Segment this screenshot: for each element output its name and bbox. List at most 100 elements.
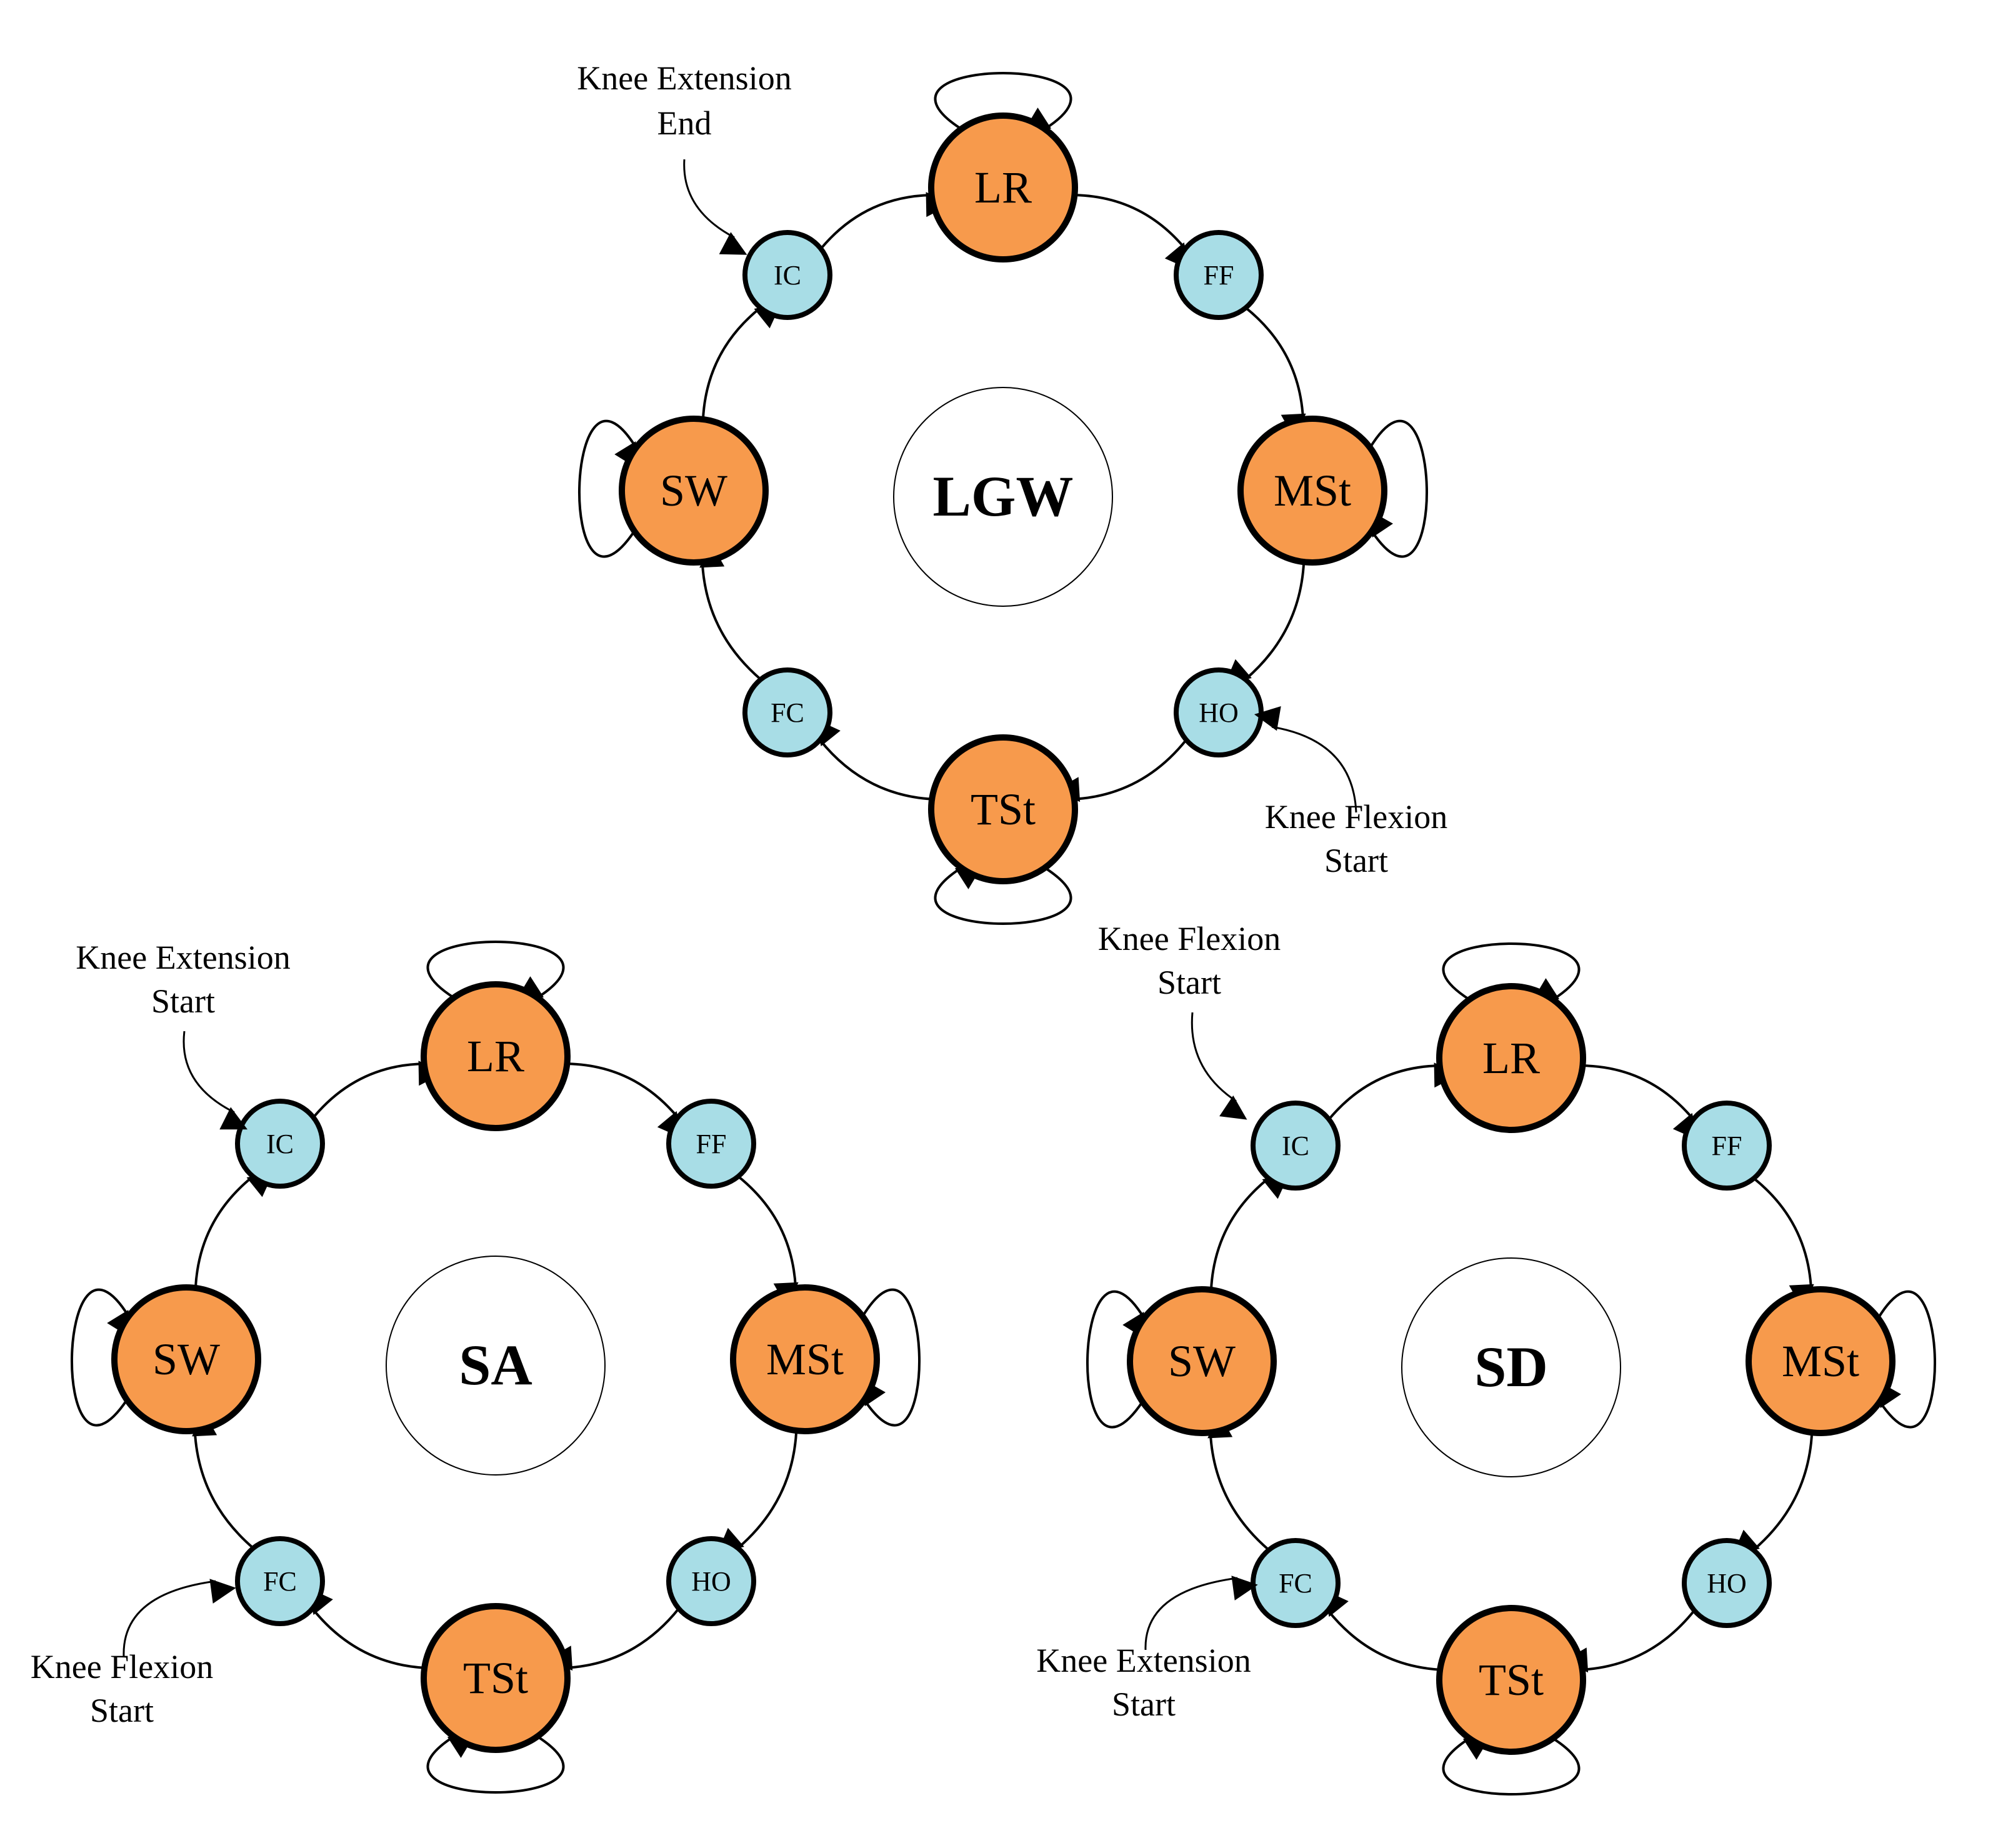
annotation-arrow-fc bbox=[122, 1579, 236, 1657]
event-label-ic: IC bbox=[774, 260, 801, 291]
transition-arrow-lr-to-ff bbox=[1074, 194, 1191, 270]
event-label-ho: HO bbox=[1707, 1568, 1747, 1599]
self-loop-sw bbox=[577, 419, 639, 558]
event-label-ic: IC bbox=[266, 1129, 294, 1159]
phase-node-sw bbox=[619, 416, 769, 566]
mode-circle bbox=[1401, 1257, 1621, 1477]
annotation-text-ic-line-1: Knee Flexion bbox=[1098, 920, 1281, 957]
annotation-text-ho-line-1: Knee Flexion bbox=[1265, 798, 1447, 836]
transition-arrow-tst-to-fc bbox=[307, 1587, 425, 1669]
phase-label-lr: LR bbox=[467, 1031, 524, 1081]
self-loop-mst bbox=[1369, 419, 1429, 558]
phase-node-lr bbox=[928, 112, 1078, 262]
transition-arrow-mst-to-ho bbox=[717, 1431, 798, 1554]
annotation-text-ic-line-1: Knee Extension bbox=[76, 939, 290, 976]
phase-node-sw bbox=[1127, 1286, 1277, 1436]
phase-node-lr bbox=[421, 981, 571, 1131]
phase-label-sw: SW bbox=[152, 1334, 220, 1384]
transition-arrow-ho-to-tst bbox=[1562, 1609, 1696, 1673]
annotation-text-fc-line-1: Knee Extension bbox=[1036, 1642, 1251, 1679]
transition-arrow-ic-to-lr bbox=[1327, 1062, 1459, 1121]
phase-node-tst bbox=[421, 1603, 571, 1753]
phase-node-mst bbox=[1237, 416, 1387, 566]
event-label-fc: FC bbox=[771, 697, 804, 728]
annotation-text-ic-line-1: Knee Extension bbox=[577, 59, 791, 97]
transition-arrow-ff-to-mst bbox=[1245, 306, 1306, 439]
phase-label-mst: MSt bbox=[766, 1334, 844, 1384]
annotation-arrow-ic bbox=[683, 159, 747, 255]
event-node-ic bbox=[1251, 1101, 1341, 1191]
annotation-text-ho-line-2: Start bbox=[1324, 842, 1388, 879]
annotation-arrow-ho bbox=[1254, 706, 1357, 813]
annotation-arrow-ic bbox=[182, 1031, 248, 1130]
event-node-ho bbox=[666, 1536, 756, 1626]
mode-label: SD bbox=[1474, 1335, 1548, 1399]
phase-label-tst: TSt bbox=[971, 784, 1036, 834]
phase-label-mst: MSt bbox=[1274, 466, 1351, 516]
phase-node-sw bbox=[111, 1284, 261, 1434]
transition-arrow-ho-to-tst bbox=[546, 1607, 680, 1671]
mode-label: SA bbox=[459, 1333, 532, 1397]
transition-arrow-fc-to-sw bbox=[192, 1411, 254, 1549]
annotation-arrow-fc bbox=[1144, 1576, 1258, 1651]
transition-arrow-lr-to-ff bbox=[567, 1062, 683, 1139]
self-loop-tst bbox=[1442, 1736, 1581, 1796]
phase-label-tst: TSt bbox=[1479, 1655, 1544, 1705]
self-loop-mst bbox=[1877, 1290, 1937, 1429]
mode-label: LGW bbox=[933, 464, 1074, 528]
mode-circle bbox=[386, 1256, 606, 1476]
annotation-text-ic-line-2: Start bbox=[1157, 964, 1221, 1001]
transition-arrow-ff-to-mst bbox=[1753, 1177, 1814, 1310]
transition-arrow-lr-to-ff bbox=[1582, 1064, 1699, 1141]
phase-label-lr: LR bbox=[1482, 1033, 1540, 1083]
phase-node-mst bbox=[730, 1284, 880, 1434]
event-node-ic bbox=[742, 230, 832, 320]
self-loop-tst bbox=[426, 1734, 565, 1794]
annotation-arrow-ic bbox=[1191, 1012, 1247, 1120]
phase-label-sw: SW bbox=[660, 466, 727, 516]
event-node-ff bbox=[1682, 1101, 1772, 1191]
event-node-fc bbox=[235, 1536, 325, 1626]
phase-node-lr bbox=[1436, 983, 1586, 1133]
event-label-fc: FC bbox=[1279, 1568, 1312, 1599]
transition-arrow-ic-to-lr bbox=[819, 192, 951, 250]
event-node-ff bbox=[666, 1099, 756, 1189]
annotation-text-ic-line-2: Start bbox=[151, 982, 215, 1020]
transition-arrow-mst-to-ho bbox=[1224, 562, 1306, 685]
transition-arrow-tst-to-fc bbox=[815, 719, 932, 801]
phase-label-sw: SW bbox=[1168, 1336, 1236, 1386]
event-label-fc: FC bbox=[263, 1566, 297, 1597]
event-label-ic: IC bbox=[1282, 1131, 1309, 1161]
phase-node-mst bbox=[1746, 1286, 1896, 1436]
event-label-ff: FF bbox=[1712, 1131, 1742, 1161]
self-loop-sw bbox=[70, 1288, 131, 1427]
self-loop-lr bbox=[1442, 942, 1581, 1002]
self-loop-mst bbox=[861, 1288, 921, 1427]
self-loop-lr bbox=[934, 72, 1072, 132]
self-loop-lr bbox=[426, 941, 565, 1001]
transition-arrow-ff-to-mst bbox=[737, 1175, 799, 1308]
annotation-text-fc-line-2: Start bbox=[90, 1692, 154, 1729]
phase-label-mst: MSt bbox=[1782, 1336, 1859, 1386]
phase-label-tst: TSt bbox=[463, 1653, 528, 1703]
transition-arrow-fc-to-sw bbox=[1207, 1412, 1270, 1551]
transition-arrow-tst-to-fc bbox=[1323, 1589, 1441, 1671]
event-node-ic bbox=[235, 1099, 325, 1189]
event-label-ho: HO bbox=[691, 1566, 731, 1597]
mode-circle bbox=[893, 387, 1113, 607]
transition-arrow-ho-to-tst bbox=[1054, 739, 1187, 802]
self-loop-sw bbox=[1086, 1290, 1147, 1429]
transition-arrow-ic-to-lr bbox=[312, 1061, 444, 1119]
event-label-ff: FF bbox=[1204, 260, 1234, 291]
transition-arrow-fc-to-sw bbox=[699, 542, 762, 681]
transition-arrow-sw-to-ic bbox=[1209, 1173, 1290, 1291]
annotation-text-ic-line-2: End bbox=[657, 104, 712, 142]
phase-label-lr: LR bbox=[974, 162, 1032, 212]
phase-node-tst bbox=[928, 734, 1078, 884]
transition-arrow-mst-to-ho bbox=[1732, 1432, 1814, 1556]
event-node-ho bbox=[1682, 1538, 1772, 1628]
event-node-ff bbox=[1174, 230, 1264, 320]
